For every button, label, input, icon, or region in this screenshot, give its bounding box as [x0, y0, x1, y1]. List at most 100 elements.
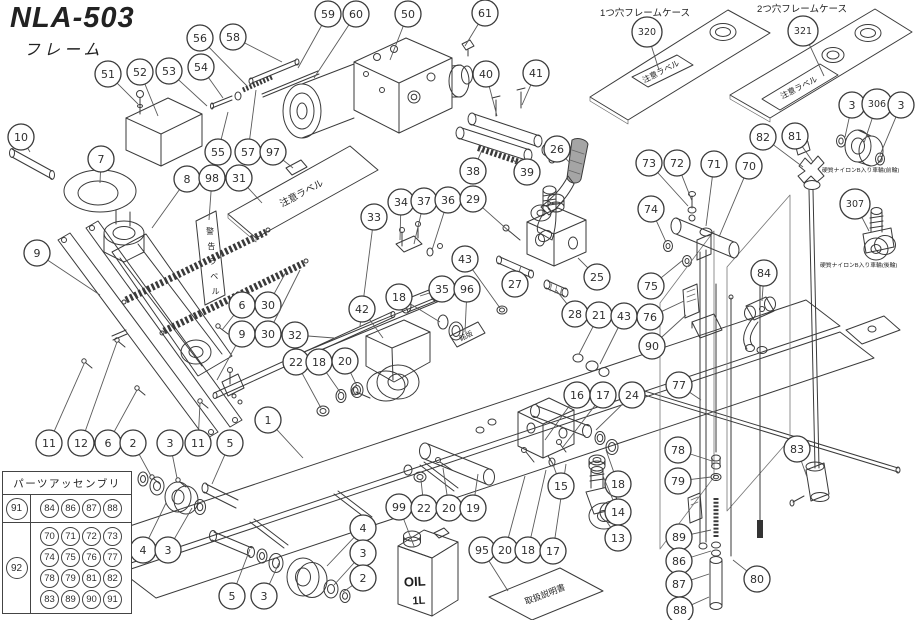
callout-number: 5 [227, 437, 234, 450]
callout-2 [349, 564, 377, 592]
callout-18 [385, 283, 413, 311]
callout-number: 2 [130, 437, 137, 450]
diagram-label: OIL [404, 573, 426, 589]
callout-number: 17 [546, 545, 560, 558]
diagram-label: 取扱説明書 [523, 582, 567, 607]
callout-61 [471, 0, 499, 27]
leader-line-1 [276, 429, 304, 459]
leader-line-21 [578, 326, 594, 355]
table-callout-82: 82 [103, 569, 122, 588]
table-callout-81: 81 [82, 569, 101, 588]
callout-number: 52 [133, 66, 147, 79]
callout-59 [314, 0, 342, 28]
leader-line-6 [221, 314, 235, 331]
release-pedal-26 [530, 138, 589, 222]
callout-307 [839, 188, 871, 220]
callout-90 [638, 332, 666, 360]
callout-3 [250, 582, 278, 610]
caster-307 [862, 207, 896, 261]
table-callout-92: 92 [5, 557, 28, 579]
oil-can [397, 527, 459, 617]
table-callout-86: 86 [61, 499, 80, 518]
callout-number: 9 [34, 247, 41, 260]
leader-line-11 [198, 402, 201, 431]
leader-line-41 [521, 84, 532, 106]
callout-27 [501, 270, 529, 298]
leader-line-42 [369, 319, 384, 339]
frame-case-2hole [729, 8, 913, 123]
leader-line-52 [144, 83, 159, 117]
callout-number: 36 [441, 194, 455, 207]
leader-line-3 [879, 116, 897, 156]
front-wheel-306 [836, 129, 885, 167]
leader-line-82 [773, 144, 804, 168]
callout-number: 75 [644, 280, 658, 293]
leader-line-18 [530, 469, 547, 538]
callout-number: 3 [167, 437, 174, 450]
callout-number: 24 [625, 389, 639, 402]
callout-number: 22 [289, 356, 303, 369]
callout-number: 21 [592, 309, 606, 322]
table-callout-90: 90 [82, 590, 101, 609]
callout-number: 50 [401, 8, 415, 21]
leader-line-36 [431, 212, 445, 251]
callout-number: 88 [673, 604, 687, 617]
parts-table-key: 91 [3, 495, 31, 522]
callout-number: 18 [611, 478, 625, 491]
leader-line-2 [138, 454, 152, 477]
leader-line-8 [151, 189, 180, 229]
callout-number: 55 [211, 146, 225, 159]
table-callout-78: 78 [40, 569, 59, 588]
leader-line-75 [660, 259, 684, 279]
callout-73 [635, 149, 663, 177]
callout-72 [663, 149, 691, 177]
table-callout-73: 73 [103, 527, 122, 546]
leader-line-24 [595, 403, 623, 431]
table-callout-91: 91 [103, 590, 122, 609]
leader-line-32 [307, 335, 335, 339]
callout-number: 320 [638, 27, 656, 38]
leader-line-12 [84, 341, 118, 431]
callout-number: 60 [349, 8, 363, 21]
leader-line-9 [47, 259, 101, 296]
leader-line-60 [313, 24, 350, 79]
callout-number: 98 [205, 172, 219, 185]
leader-line-81 [802, 146, 814, 163]
leader-line-54 [208, 77, 224, 99]
diagram-label: 硬質ナイロンB入り車輪(前輪) [822, 166, 899, 174]
callout-78 [664, 436, 692, 464]
callout-11 [184, 429, 212, 457]
callout-number: 34 [394, 196, 408, 209]
nameplate-96 [449, 321, 486, 348]
callout-53 [155, 57, 183, 85]
leader-line-79 [690, 476, 712, 480]
leader-line-20 [507, 475, 526, 538]
leader-line-72 [681, 174, 693, 202]
leader-line-30 [273, 271, 287, 294]
callout-1 [254, 406, 282, 434]
callout-number: 11 [42, 437, 56, 450]
callout-24 [618, 381, 646, 409]
callout-number: 4 [140, 544, 147, 557]
leader-line-34 [399, 214, 402, 241]
table-callout-88: 88 [103, 499, 122, 518]
leader-line-307 [861, 217, 870, 232]
callout-number: 82 [756, 131, 770, 144]
table-callout-87: 87 [82, 499, 101, 518]
callout-11 [35, 429, 63, 457]
callout-15 [547, 472, 575, 500]
callout-81 [781, 122, 809, 150]
sticker-97 [285, 159, 308, 176]
callout-number: 7 [98, 153, 105, 166]
callout-50 [394, 0, 422, 28]
callout-number: 31 [232, 172, 246, 185]
callout-75 [637, 272, 665, 300]
callout-17 [589, 381, 617, 409]
callout-number: 8 [184, 173, 191, 186]
lift-yoke-16 [517, 353, 619, 467]
leader-line-15 [551, 461, 557, 474]
